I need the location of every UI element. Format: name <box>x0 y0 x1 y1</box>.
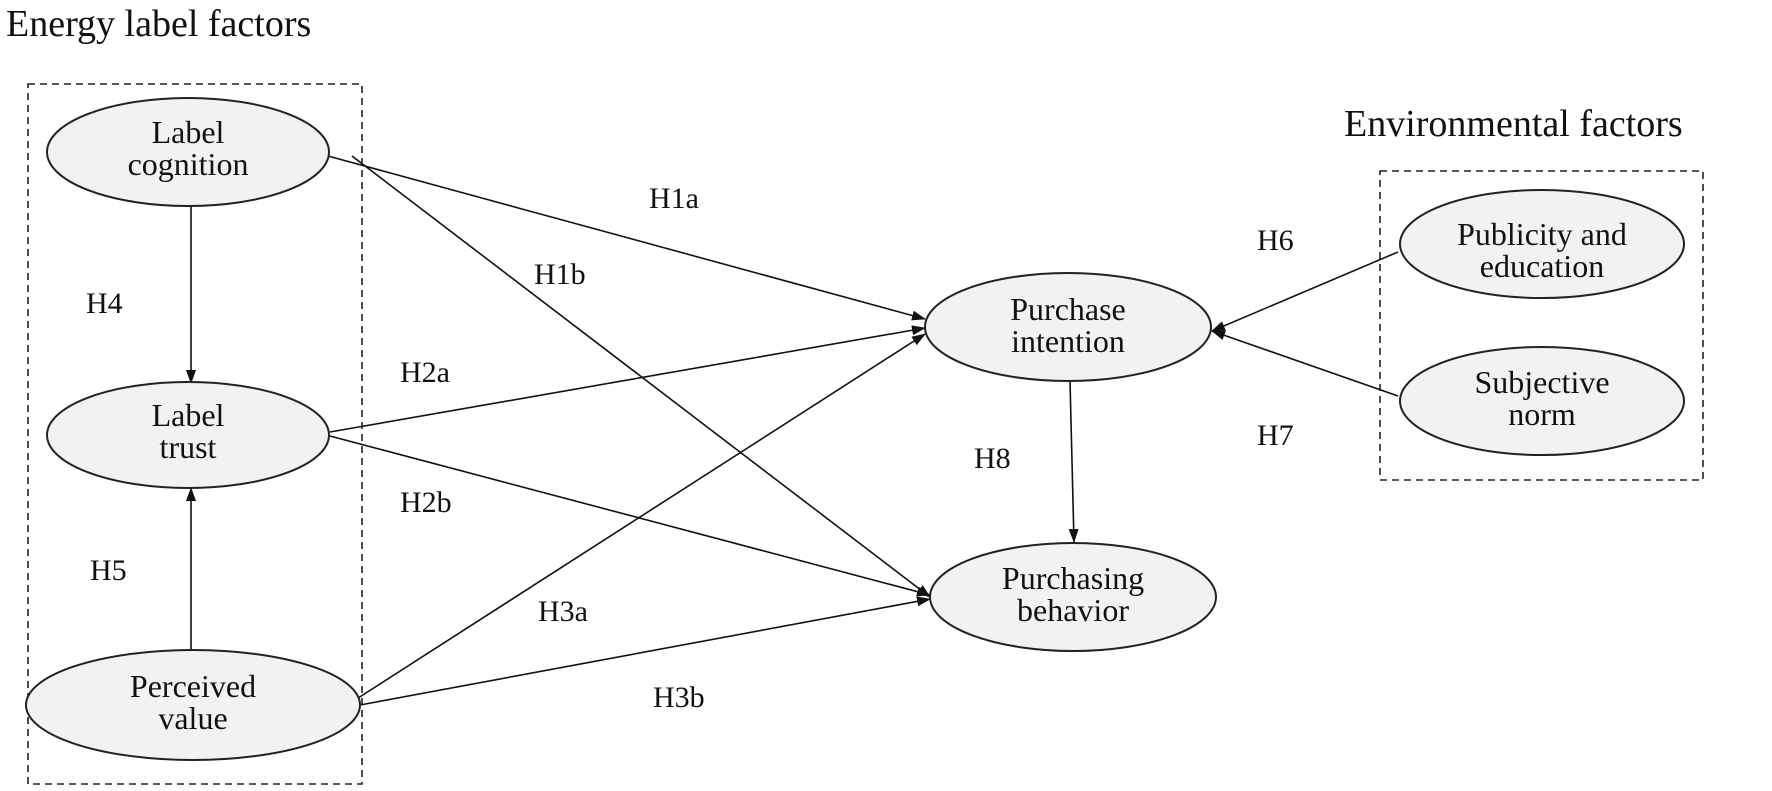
node-publicity-education-line-1: Publicity and <box>1457 216 1627 252</box>
node-label-trust: Label trust <box>46 381 330 489</box>
edge-label-h1a: H1a <box>649 182 699 215</box>
node-purchase-intention: Purchase intention <box>924 272 1212 382</box>
edge-label-h1b: H1b <box>534 258 586 291</box>
edge-h3a <box>354 333 926 701</box>
node-subjective-norm: Subjective norm <box>1399 346 1685 456</box>
edge-label-h7: H7 <box>1257 419 1294 452</box>
edge-label-h4: H4 <box>86 287 123 320</box>
node-publicity-education-line-2: education <box>1480 248 1604 284</box>
node-label-cognition: Label cognition <box>46 97 330 207</box>
node-purchasing-behavior: Purchasing behavior <box>929 542 1217 652</box>
edge-h8 <box>1068 380 1079 543</box>
edge-label-h2b: H2b <box>400 486 452 519</box>
node-purchasing-behavior-line-2: behavior <box>1017 592 1129 628</box>
node-label-cognition-line-1: Label <box>152 114 225 150</box>
node-perceived-value-line-1: Perceived <box>130 668 256 704</box>
node-publicity-education: Publicity and education <box>1399 189 1685 299</box>
edge-h1b <box>351 155 931 598</box>
edge-label-h3b: H3b <box>653 681 705 714</box>
edge-h1a <box>327 155 926 321</box>
edge-h7 <box>1211 330 1399 397</box>
edge-label-h3a: H3a <box>538 595 588 628</box>
node-label-trust-line-1: Label <box>152 397 225 433</box>
environmental-factors-title: Environmental factors <box>1344 103 1683 145</box>
edge-h6 <box>1211 251 1399 332</box>
node-label-trust-line-2: trust <box>160 429 217 465</box>
edge-label-h8: H8 <box>974 442 1011 475</box>
node-label-cognition-line-2: cognition <box>128 146 249 182</box>
edge-h2a <box>329 325 926 433</box>
energy-label-factors-title: Energy label factors <box>6 3 311 45</box>
energy-label-factors-box <box>27 83 363 785</box>
edge-label-h2a: H2a <box>400 356 450 389</box>
edge-label-h5: H5 <box>90 554 127 587</box>
node-subjective-norm-line-1: Subjective <box>1474 364 1609 400</box>
edge-h3b <box>359 596 931 706</box>
edge-h2b <box>329 435 931 597</box>
node-subjective-norm-line-2: norm <box>1508 396 1576 432</box>
node-perceived-value: Perceived value <box>25 649 361 761</box>
node-purchase-intention-line-2: intention <box>1011 323 1125 359</box>
node-purchasing-behavior-line-1: Purchasing <box>1002 560 1144 596</box>
environmental-factors-box <box>1379 170 1704 481</box>
node-perceived-value-line-2: value <box>158 700 227 736</box>
edge-label-h6: H6 <box>1257 224 1294 257</box>
node-purchase-intention-line-1: Purchase <box>1010 291 1126 327</box>
